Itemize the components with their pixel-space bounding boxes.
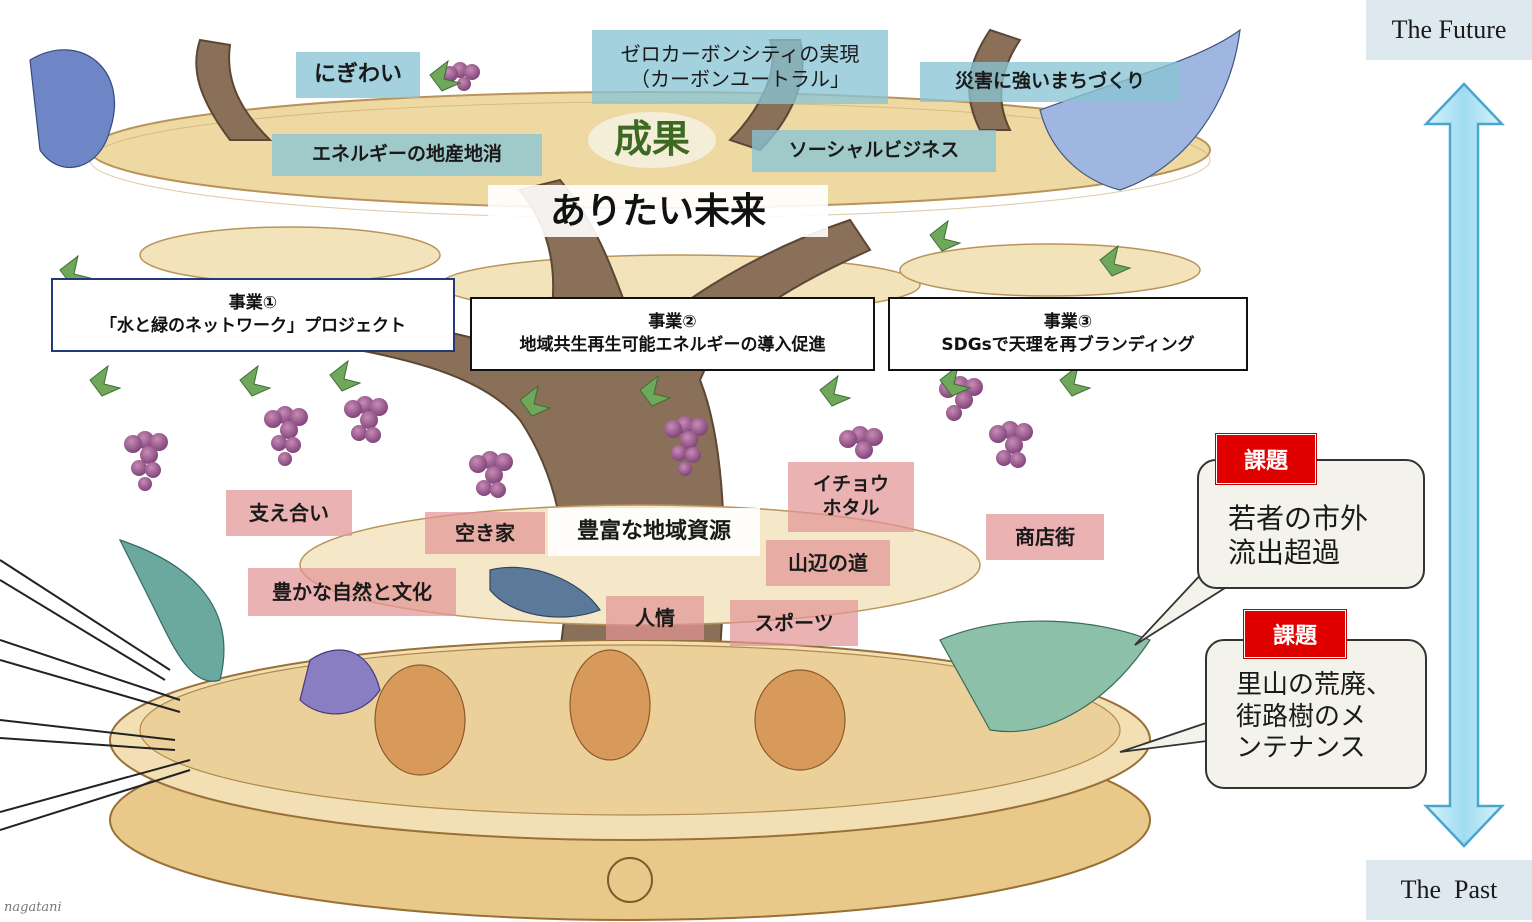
birds bbox=[29, 28, 1241, 733]
project-3-box: 事業③ SDGsで天理を再ブランディング bbox=[888, 297, 1248, 371]
timeline-arrow bbox=[1423, 82, 1505, 848]
ginkgo-line2: ホタル bbox=[822, 497, 880, 519]
zero-carbon-line1: ゼロカーボンシティの実現 bbox=[620, 42, 860, 66]
project-3-desc: SDGsで天理を再ブランディング bbox=[941, 335, 1195, 355]
base-tray bbox=[109, 639, 1151, 921]
resource-ninjo: 人情 bbox=[606, 596, 704, 640]
issue-2-text: 里山の荒廃、 街路樹のメ ンテナンス bbox=[1236, 670, 1393, 764]
project-1-desc: 「水と緑のネットワーク」プロジェクト bbox=[100, 316, 406, 336]
outcome-seika: 成果 bbox=[588, 112, 716, 168]
issue-1-tag: 課題 bbox=[1216, 434, 1316, 484]
resource-ginkgo-firefly: イチョウ ホタル bbox=[788, 462, 914, 532]
resource-support: 支え合い bbox=[226, 490, 352, 536]
project-2-title: 事業② bbox=[648, 312, 697, 333]
outcome-energy-local: エネルギーの地産地消 bbox=[272, 134, 542, 176]
resource-nature-culture: 豊かな自然と文化 bbox=[248, 568, 456, 616]
project-2-box: 事業② 地域共生再生可能エネルギーの導入促進 bbox=[470, 297, 875, 371]
ginkgo-line1: イチョウ bbox=[812, 473, 889, 496]
outcome-nigiwai: にぎわい bbox=[296, 52, 420, 98]
resource-sports: スポーツ bbox=[730, 600, 858, 646]
project-1-box: 事業① 「水と緑のネットワーク」プロジェクト bbox=[51, 278, 455, 352]
project-2-desc: 地域共生再生可能エネルギーの導入促進 bbox=[519, 335, 826, 355]
project-3-title: 事業③ bbox=[1043, 312, 1093, 333]
project-1-title: 事業① bbox=[228, 293, 278, 314]
issue-2-tag: 課題 bbox=[1244, 610, 1346, 658]
timeline-past-label: The Past bbox=[1366, 860, 1532, 920]
resource-shopping-street: 商店街 bbox=[986, 514, 1104, 560]
outcome-disaster: 災害に強いまちづくり bbox=[920, 62, 1180, 102]
resource-yamanobe-road: 山辺の道 bbox=[766, 540, 890, 586]
resource-vacant-house: 空き家 bbox=[425, 512, 545, 554]
future-title: ありたい未来 bbox=[488, 185, 828, 237]
outcome-zero-carbon: ゼロカーボンシティの実現 （カーボンユートラル」 bbox=[592, 30, 888, 104]
artist-signature: nagatani bbox=[4, 900, 62, 915]
resource-title: 豊富な地域資源 bbox=[548, 508, 760, 556]
outcome-social-business: ソーシャルビジネス bbox=[752, 130, 996, 172]
issue-1-text: 若者の市外 流出超過 bbox=[1228, 502, 1369, 570]
timeline-future-label: The Future bbox=[1366, 0, 1532, 60]
zero-carbon-line2: （カーボンユートラル」 bbox=[630, 67, 850, 91]
left-callout-lines bbox=[0, 559, 191, 831]
